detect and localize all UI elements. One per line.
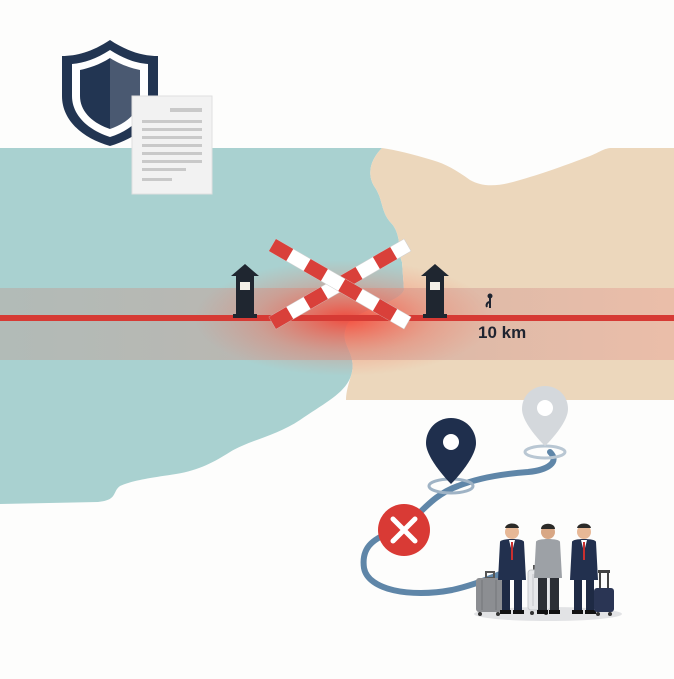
traveler-2 [534, 523, 562, 614]
traveler-1 [498, 523, 526, 614]
distance-marker-icon [485, 293, 493, 308]
map-pin-icon [426, 418, 476, 495]
suitcase-icon-3 [594, 570, 614, 616]
distance-label: 10 km [478, 323, 527, 342]
x-circle-icon [378, 504, 430, 556]
shield-icon [62, 40, 158, 146]
traveler-3 [570, 523, 598, 614]
map-pin-faded-icon [522, 386, 568, 460]
business-travelers-icon [476, 523, 614, 616]
suitcase-icon [476, 571, 502, 616]
guard-post-icon-left [231, 264, 259, 318]
guard-post-icon-right [421, 264, 449, 318]
border-line [0, 315, 674, 321]
crossed-barrier-icon [268, 238, 412, 330]
document-icon [131, 95, 213, 195]
